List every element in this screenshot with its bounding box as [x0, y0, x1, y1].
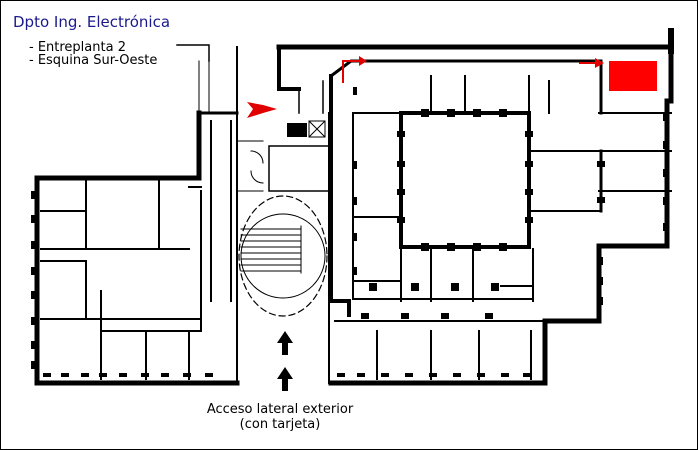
window-markers — [31, 87, 669, 377]
red-arrow-icon — [247, 102, 277, 118]
location-floor: - Entreplanta 2 — [29, 40, 126, 55]
access-label: Acceso lateral exterior — [206, 402, 354, 417]
red-room-highlight — [609, 61, 657, 91]
red-arrow-heads — [359, 56, 604, 68]
access-note: (con tarjeta) — [239, 417, 321, 432]
elevator-icon — [308, 120, 326, 138]
location-corner: - Esquina Sur-Oeste — [29, 53, 158, 68]
red-bent-arrow-icon — [342, 60, 597, 83]
left-wing-walls — [34, 44, 240, 386]
black-up-arrow-icon — [277, 331, 293, 391]
map-title: Dpto Ing. Electrónica — [13, 13, 171, 31]
